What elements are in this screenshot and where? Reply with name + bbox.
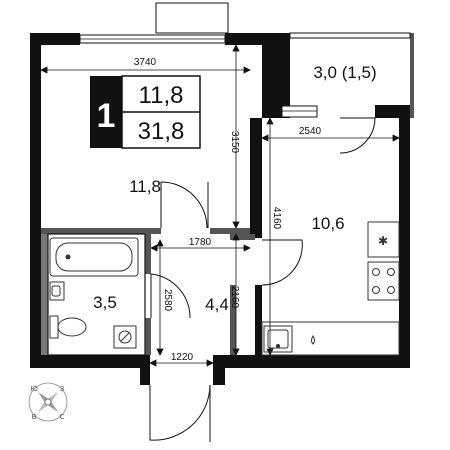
room-balcony-area: 3,0 (1,5) — [313, 63, 376, 82]
badge-living-area: 11,8 — [139, 82, 184, 109]
area-badge: 1 11,8 31,8 — [90, 75, 201, 149]
doors — [149, 117, 376, 442]
dim-kitchen-width: 2540 — [299, 126, 322, 137]
wall-entry-left — [140, 355, 150, 385]
bathtub-inner-icon — [55, 242, 133, 272]
windows — [79, 2, 411, 118]
partition-living-bottom-left — [41, 228, 161, 234]
exhaust-icon: ✱ — [378, 234, 388, 248]
bathtub — [49, 237, 139, 277]
badge-total-area: 31,8 — [138, 118, 185, 145]
floor-drain-icon — [113, 325, 137, 349]
dim-bath-depth: 2580 — [162, 289, 173, 312]
partition-bath-right — [145, 234, 151, 274]
compass-east: В — [32, 413, 37, 421]
kitchen-counter — [261, 321, 400, 356]
window-kitchen — [281, 105, 318, 118]
wall-living-kitchen-low — [255, 285, 262, 365]
partitions — [41, 228, 255, 355]
dim-entry-width: 1220 — [171, 352, 194, 363]
compass-ring — [28, 382, 68, 422]
compass-north: С — [60, 413, 65, 421]
wall-balcony-right — [410, 33, 414, 118]
partition-living-bottom-right — [210, 228, 250, 234]
door-balcony — [339, 117, 376, 154]
door-bath — [150, 273, 191, 319]
dim-hall-width: 1780 — [189, 237, 212, 248]
bathroom-fixtures — [49, 237, 139, 349]
kitchen-sink-icon — [263, 325, 293, 353]
wall-bottom-left — [30, 355, 150, 368]
room-kitchen-area: 10,6 — [311, 214, 344, 233]
dim-living-width: 3740 — [134, 57, 157, 68]
wall-bottom-right — [215, 355, 410, 368]
partition-bath-left — [41, 234, 48, 355]
compass-west: З — [60, 385, 65, 393]
door-living — [160, 181, 208, 229]
kitchen-cabinet — [367, 221, 400, 258]
wall-entry-right — [213, 355, 225, 385]
toilet-icon — [49, 315, 59, 339]
vent-top — [155, 2, 229, 34]
badge-rooms-box — [90, 76, 122, 148]
room-bathroom-area: 3,5 — [93, 293, 117, 312]
door-kitchen — [261, 239, 303, 286]
room-living-area: 11,8 — [129, 177, 161, 196]
partition-hall-right — [230, 285, 236, 355]
stove-icon — [367, 261, 400, 301]
wall-balcony-left — [262, 33, 290, 118]
kitchen-fixtures: ✱ — [261, 221, 400, 356]
compass-south: Ю — [30, 385, 38, 393]
wall-kitchen-top — [262, 105, 282, 118]
wall-left — [30, 33, 41, 368]
wall-kitchen-top-right — [375, 105, 410, 118]
partition-bath-right-low — [145, 318, 151, 355]
wall-right — [399, 105, 410, 368]
dim-kitchen-depth: 4160 — [271, 207, 282, 230]
compass: Ю З В С — [28, 382, 68, 422]
bathroom-outline — [47, 233, 146, 356]
wall-living-kitchen — [250, 118, 262, 238]
badge-rooms-count: 1 — [97, 97, 116, 135]
dim-living-depth: 3150 — [229, 131, 240, 154]
walls — [30, 33, 414, 385]
gas-icon — [311, 335, 315, 345]
room-hall-area: 4,4 — [205, 295, 229, 314]
dimension-lines — [40, 44, 400, 367]
door-entry — [149, 384, 211, 441]
dim-hall-depth: 2160 — [229, 286, 240, 309]
wall-top-left — [30, 33, 80, 45]
window-balcony — [289, 32, 411, 39]
partition-hall-top — [230, 234, 255, 240]
sink-icon — [49, 281, 65, 301]
